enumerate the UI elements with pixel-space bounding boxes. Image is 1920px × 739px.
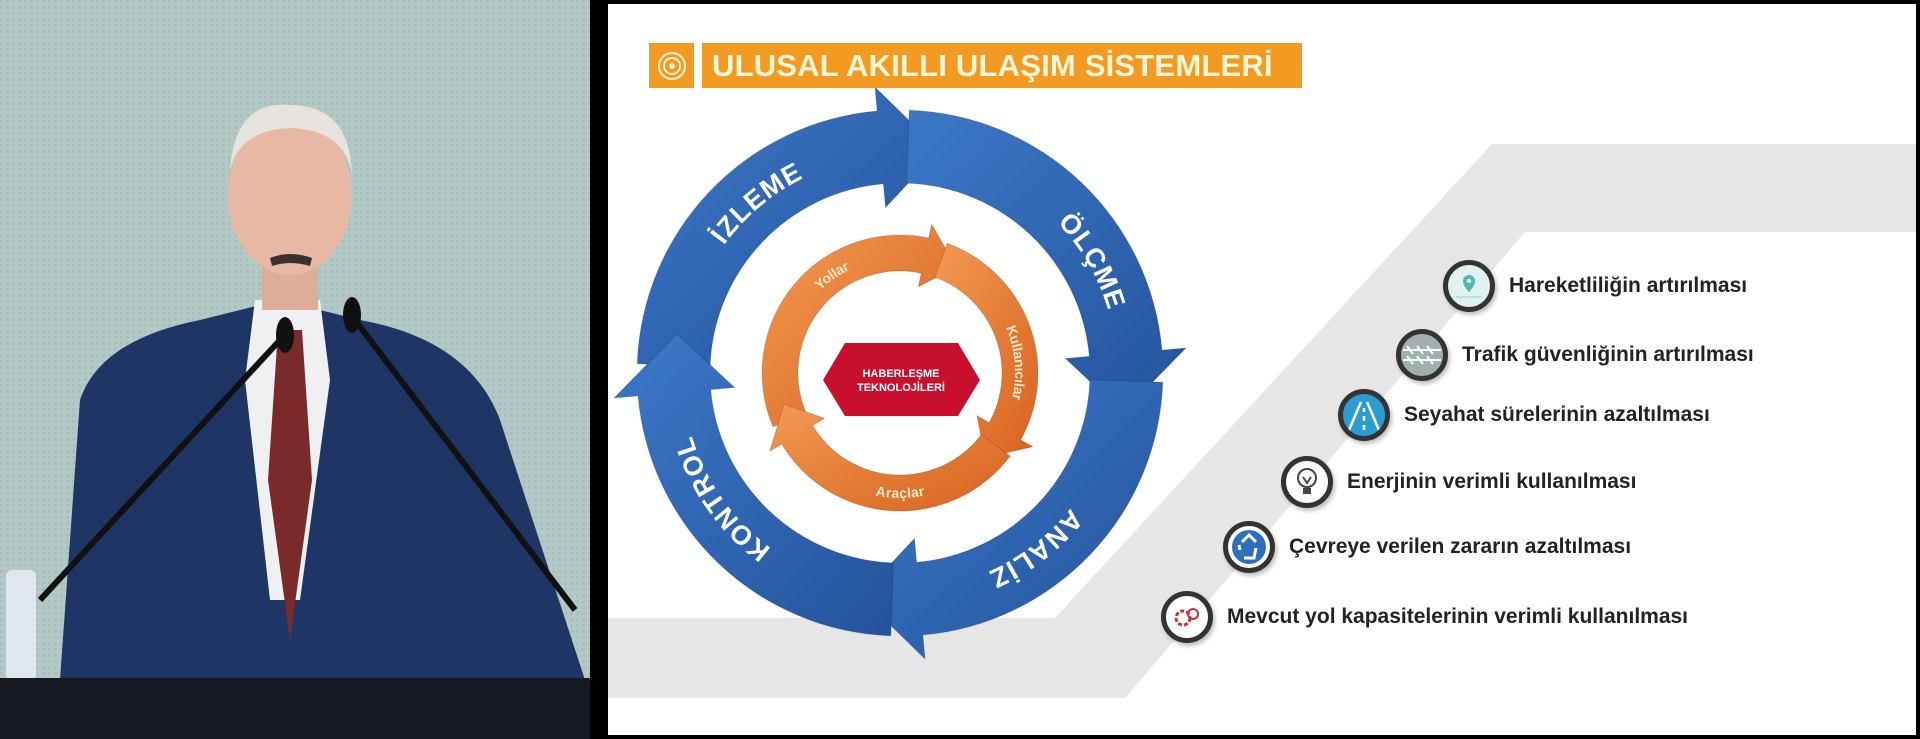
inner-arrow-3 [768, 403, 1011, 512]
benefit-item: Hareketliliğin artırılması [1443, 260, 1747, 312]
benefit-label: Enerjinin verimli kullanılması [1347, 470, 1637, 493]
outer-arrow-1 [636, 85, 940, 367]
benefit-label: Trafik güvenliğinin artırılması [1462, 343, 1754, 366]
benefit-item: Seyahat sürelerinin azaltılması [1338, 389, 1710, 441]
recycle-icon [1223, 521, 1275, 573]
location-pin-icon [1443, 260, 1495, 312]
benefit-label: Hareketliliğin artırılması [1509, 274, 1748, 297]
outer-arrow-4 [612, 333, 894, 637]
benefit-item: Enerjinin verimli kullanılması [1281, 456, 1636, 508]
inner-arrow-2 [934, 242, 1039, 459]
water-bottle [6, 570, 36, 680]
podium [0, 678, 590, 739]
outer-arrow-3 [860, 379, 1164, 661]
gear-icon [1161, 591, 1213, 643]
benefit-label: Çevreye verilen zararın azaltılması [1289, 535, 1632, 558]
center-label-line-2: TEKNOLOJİLERİ [857, 381, 945, 394]
microphone-left [37, 337, 283, 603]
outer-arrow-2 [906, 109, 1188, 413]
center-hexagon [823, 343, 980, 416]
speaker-mustache [270, 254, 312, 266]
benefit-label: Mevcut yol kapasitelerinin verimli kulla… [1227, 605, 1689, 628]
benefit-item: Trafik güvenliğinin artırılması [1396, 329, 1754, 381]
benefit-label: Seyahat sürelerinin azaltılması [1404, 403, 1710, 426]
speaker-video-feed [0, 0, 590, 739]
road-icon [1338, 389, 1390, 441]
speaker-head [228, 115, 352, 275]
slide-title: ULUSAL AKILLI ULAŞIM SİSTEMLERİ [702, 43, 1302, 88]
light-bulb-icon [1281, 456, 1333, 508]
barrier-icon [1396, 329, 1448, 381]
gray-band [608, 144, 1916, 698]
signal-globe-icon [649, 43, 694, 88]
speaker-tie [268, 330, 312, 640]
speaker-suit [60, 300, 585, 680]
center-label-line-1: HABERLEŞME [862, 368, 939, 380]
benefit-item: Çevreye verilen zararın azaltılması [1223, 521, 1631, 573]
speaker-hair [230, 104, 352, 175]
microphone-head-left [276, 317, 294, 353]
inner-cycle-label: Araçlar [875, 483, 926, 501]
inner-arrow-1 [761, 222, 957, 428]
microphone-head-right [343, 297, 361, 333]
benefit-item: Mevcut yol kapasitelerinin verimli kulla… [1161, 591, 1688, 643]
microphone-right [352, 318, 578, 612]
